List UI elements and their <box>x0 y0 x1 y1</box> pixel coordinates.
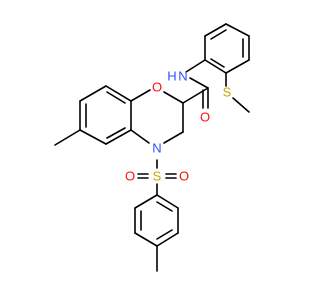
sulfonyl-sulfur-label: S <box>153 169 162 184</box>
ring-nitrogen-label: N <box>152 141 161 156</box>
sulfonyl-oxygen-right: O <box>179 169 189 184</box>
oxazine-ring-bonds <box>130 89 184 144</box>
methyl-bond-left <box>54 129 81 146</box>
sulfonyl-bonds <box>137 159 177 196</box>
methylthio-bonds <box>225 72 250 113</box>
tolyl-ring <box>134 194 179 247</box>
amide-hydrogen-label: H <box>167 69 176 84</box>
ring-oxygen-label: O <box>152 80 162 95</box>
upper-phenyl-ring <box>185 23 250 74</box>
amide-bonds <box>182 77 209 109</box>
sulfonyl-oxygen-left: O <box>125 169 135 184</box>
benzoxazine-benzene-ring <box>79 85 132 145</box>
amide-nitrogen-label: N <box>178 69 187 84</box>
molecule-structure: O N S O O O N H S <box>54 23 250 272</box>
amide-oxygen-label: O <box>200 110 210 125</box>
thioether-sulfur-label: S <box>223 85 232 100</box>
